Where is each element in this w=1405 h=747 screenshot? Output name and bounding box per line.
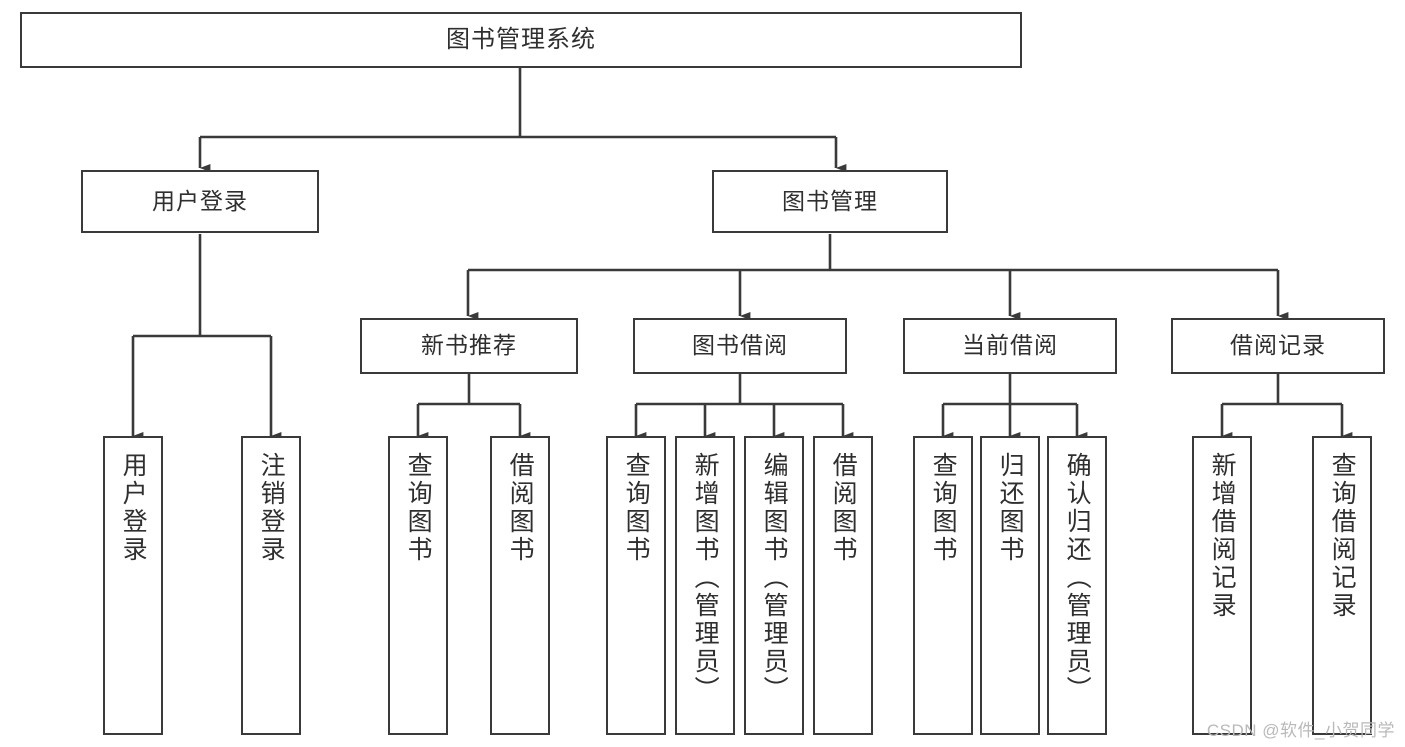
node-label: 图书管理	[782, 187, 878, 214]
leaf-user-login[interactable]: 用户登录	[103, 436, 163, 735]
leaf-query-borrow-record[interactable]: 查询借阅记录	[1312, 436, 1372, 735]
node-label: 用户登录	[152, 187, 248, 214]
node-label: 新增借阅记录	[1208, 452, 1237, 620]
node-label: 当前借阅	[962, 332, 1058, 359]
node-label: 借阅图书	[506, 452, 535, 564]
node-label: 查询借阅记录	[1328, 452, 1357, 620]
node-label: 新增图书（管理员）	[691, 452, 720, 704]
node-user-login[interactable]: 用户登录	[81, 170, 319, 233]
leaf-add-book[interactable]: 新增图书（管理员）	[675, 436, 735, 735]
watermark-text: CSDN @软件_小贺同学	[1206, 721, 1395, 740]
node-borrow-record[interactable]: 借阅记录	[1171, 318, 1385, 374]
node-root-system[interactable]: 图书管理系统	[20, 12, 1022, 68]
leaf-edit-book[interactable]: 编辑图书（管理员）	[744, 436, 804, 735]
node-label: 新书推荐	[421, 332, 517, 359]
leaf-return-book[interactable]: 归还图书	[980, 436, 1040, 735]
node-new-book-recommend[interactable]: 新书推荐	[360, 318, 578, 374]
node-label: 用户登录	[119, 452, 148, 564]
node-label: 图书管理系统	[446, 25, 596, 53]
node-label: 注销登录	[257, 452, 286, 564]
node-label: 归还图书	[996, 452, 1025, 564]
node-label: 查询图书	[929, 452, 958, 564]
leaf-confirm-return[interactable]: 确认归还（管理员）	[1047, 436, 1107, 735]
node-label: 编辑图书（管理员）	[760, 452, 789, 704]
node-label: 借阅记录	[1230, 332, 1326, 359]
leaf-borrow-book-recommend[interactable]: 借阅图书	[490, 436, 550, 735]
node-current-borrow[interactable]: 当前借阅	[903, 318, 1117, 374]
leaf-query-book-recommend[interactable]: 查询图书	[388, 436, 448, 735]
node-book-manage[interactable]: 图书管理	[712, 170, 948, 233]
leaf-query-book-borrow[interactable]: 查询图书	[606, 436, 666, 735]
leaf-logout-login[interactable]: 注销登录	[241, 436, 301, 735]
node-label: 查询图书	[404, 452, 433, 564]
node-book-borrow[interactable]: 图书借阅	[633, 318, 847, 374]
node-label: 查询图书	[622, 452, 651, 564]
leaf-query-book-current[interactable]: 查询图书	[913, 436, 973, 735]
leaf-borrow-book[interactable]: 借阅图书	[813, 436, 873, 735]
node-label: 确认归还（管理员）	[1063, 452, 1092, 704]
leaf-add-borrow-record[interactable]: 新增借阅记录	[1192, 436, 1252, 735]
node-label: 图书借阅	[692, 332, 788, 359]
node-label: 借阅图书	[829, 452, 858, 564]
